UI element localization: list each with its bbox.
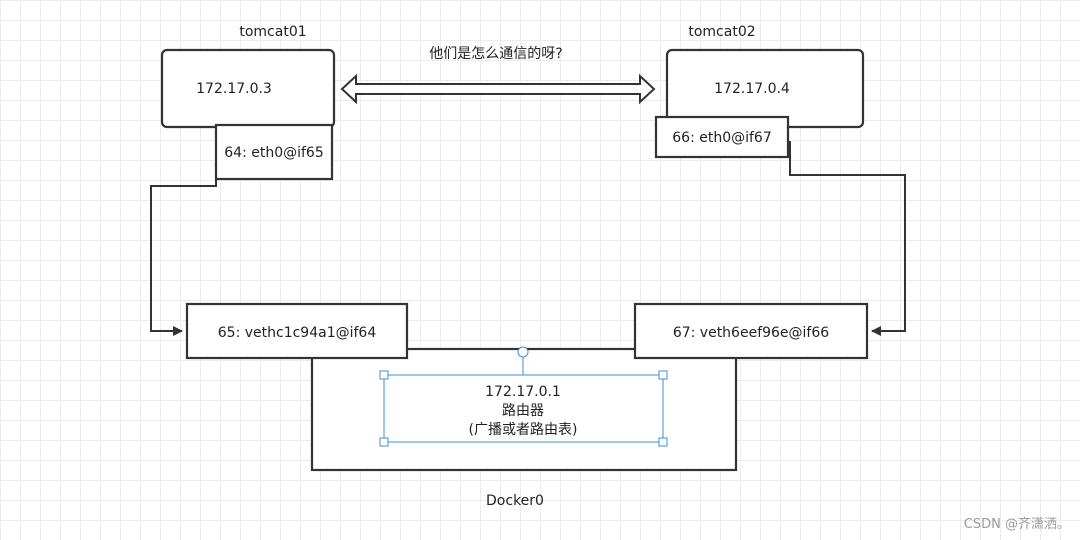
veth-right-box <box>633 302 869 360</box>
tomcat02-title: tomcat02 <box>688 24 755 40</box>
resize-handle-bottom-right[interactable] <box>658 437 668 447</box>
veth-right-label: 67: veth6eef96e@if66 <box>673 325 829 341</box>
link-eth0-to-veth-right <box>789 141 906 336</box>
resize-handle-top-left[interactable] <box>379 370 389 380</box>
tomcat01-eth0-label: 64: eth0@if65 <box>224 145 324 161</box>
tomcat02-eth0-box <box>654 115 790 159</box>
veth-left-box <box>185 302 409 360</box>
tomcat02-eth0-label: 66: eth0@if67 <box>672 130 772 146</box>
tomcat02-ip: 172.17.0.4 <box>714 81 790 97</box>
tomcat01-eth0-box <box>214 123 334 181</box>
rotate-handle[interactable] <box>517 346 529 358</box>
docker0-label: Docker0 <box>486 493 544 509</box>
resize-handle-bottom-left[interactable] <box>379 437 389 447</box>
question-label: 他们是怎么通信的呀? <box>429 46 562 62</box>
link-eth0-to-veth-left <box>150 155 217 336</box>
router-desc: (广播或者路由表) <box>469 422 578 438</box>
docker0-box <box>310 347 738 472</box>
router-name: 路由器 <box>502 403 544 419</box>
tomcat01-title: tomcat01 <box>239 24 306 40</box>
watermark: CSDN @齐潇洒。 <box>963 517 1070 532</box>
router-ip: 172.17.0.1 <box>485 384 561 400</box>
tomcat01-ip: 172.17.0.3 <box>196 81 272 97</box>
veth-left-label: 65: vethc1c94a1@if64 <box>218 325 377 341</box>
resize-handle-top-right[interactable] <box>658 370 668 380</box>
double-arrow <box>340 73 656 105</box>
